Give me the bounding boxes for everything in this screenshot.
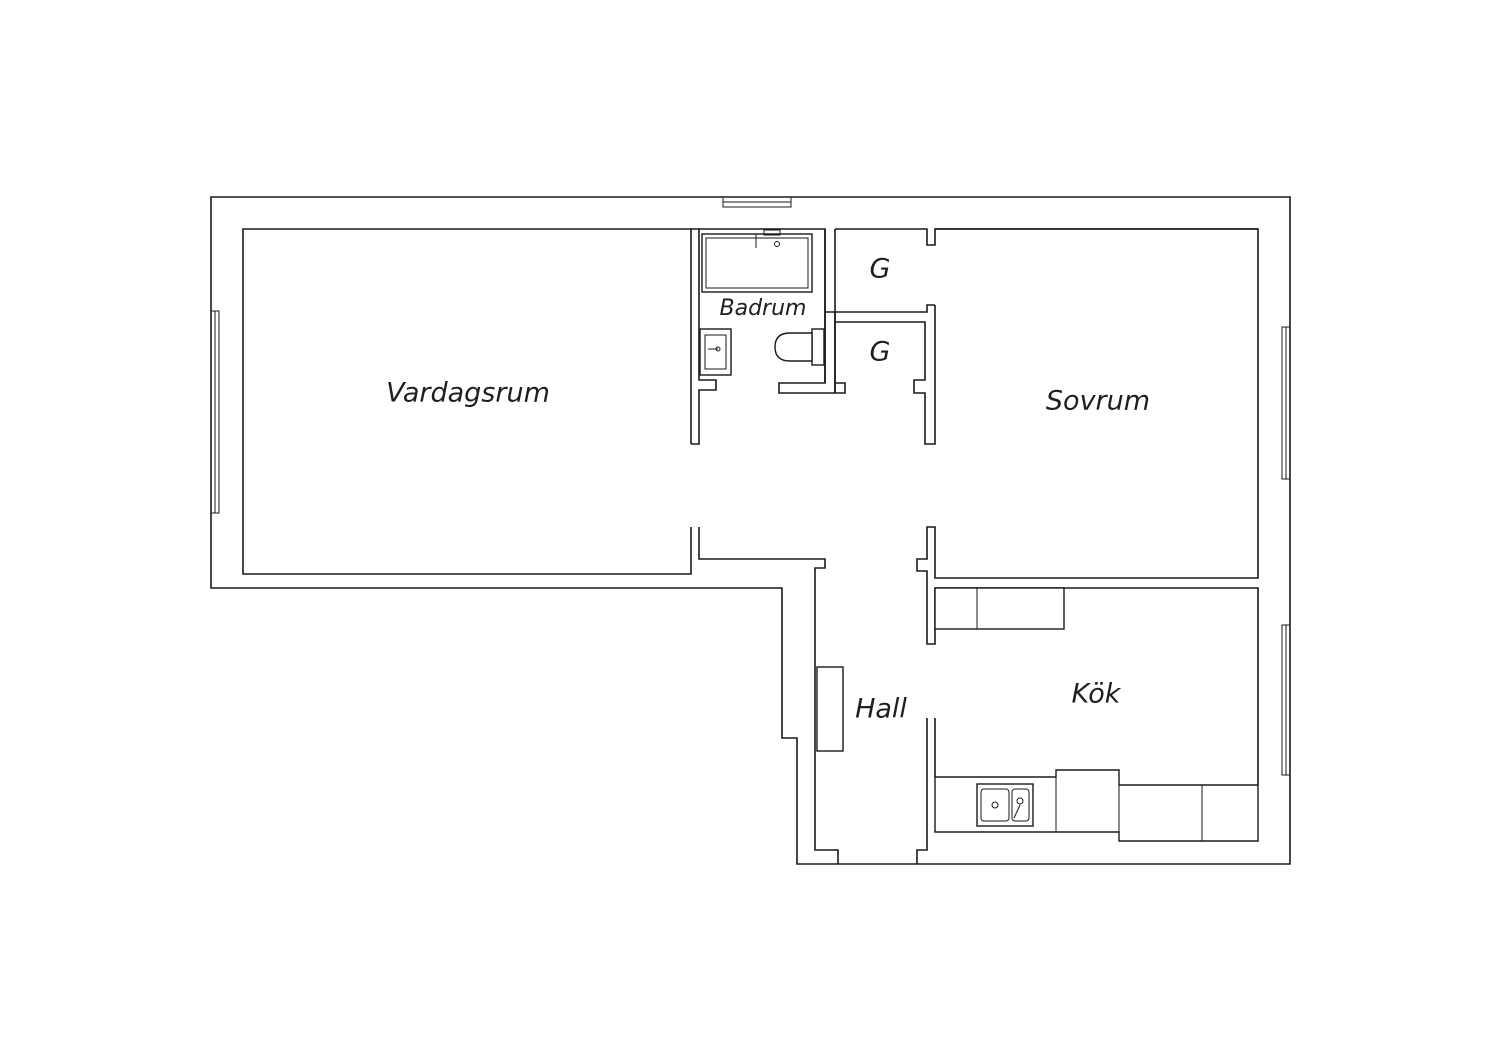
closet-lower-walls [834, 305, 936, 445]
closet-lower-left [835, 382, 846, 394]
closet-divider-left [824, 229, 836, 383]
window-bedroom [1281, 326, 1291, 480]
closet-separator [835, 304, 935, 313]
room-label-sovrum: Sovrum [1046, 386, 1150, 417]
kitchen-upper-counter [934, 587, 1065, 630]
living-room-walls [242, 228, 692, 575]
bathtub [701, 229, 813, 293]
hall-wardrobe [816, 666, 844, 752]
toilet [774, 328, 825, 366]
room-label-hall: Hall [855, 694, 907, 725]
window-living-room [210, 310, 220, 514]
window-kitchen [1281, 624, 1291, 776]
hall-left-wall [698, 527, 839, 864]
room-label-vardagsrum: Vardagsrum [386, 378, 550, 409]
room-label-closet-upper: G [870, 254, 891, 285]
bathroom-sink [699, 328, 732, 376]
room-label-closet-lower: G [870, 337, 891, 368]
room-label-kok: Kök [1072, 679, 1122, 710]
room-label-badrum: Badrum [720, 296, 807, 321]
living-bath-wall [691, 228, 717, 445]
hall-kitchen-wall [916, 718, 936, 864]
closet-upper-walls [835, 228, 1258, 246]
kitchen-sink [976, 783, 1034, 827]
window-top [722, 196, 792, 208]
bedroom-walls [916, 228, 1259, 579]
